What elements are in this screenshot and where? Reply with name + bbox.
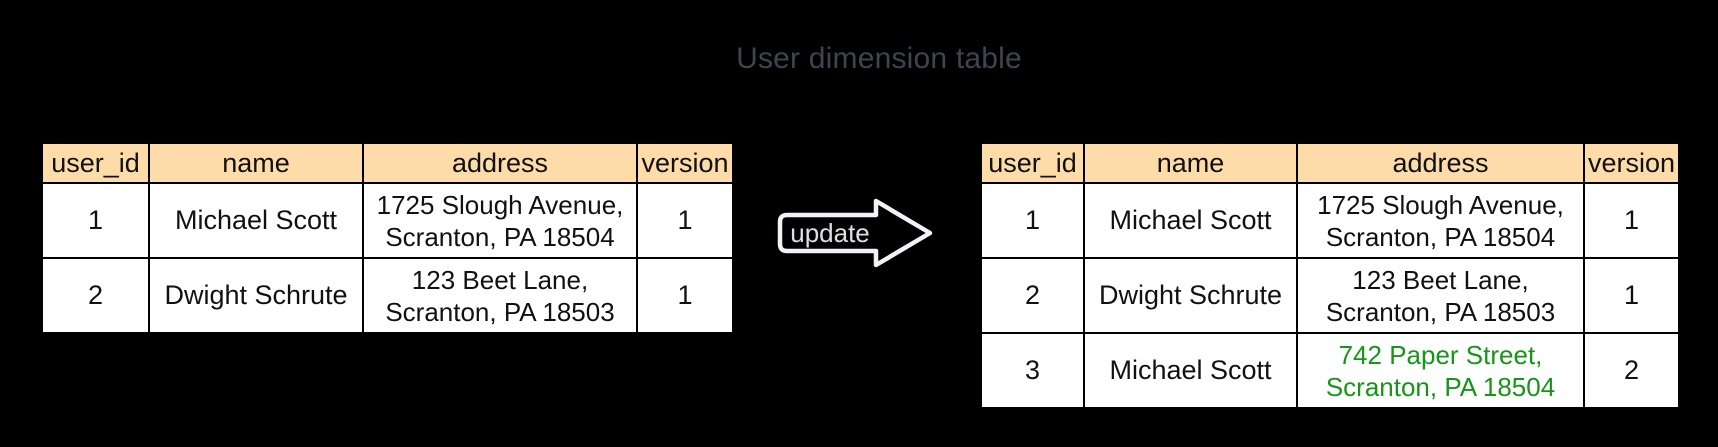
header-cell-user-id: user_id	[41, 142, 150, 184]
cell-address: 1725 Slough Avenue, Scranton, PA 18504	[1296, 182, 1585, 259]
cell-name: Dwight Schrute	[148, 257, 364, 334]
before-update-table: user_id name address version 1 Michael S…	[41, 142, 734, 334]
cell-version: 1	[636, 257, 734, 334]
arrow-shape	[777, 198, 933, 268]
header-cell-version: version	[1583, 142, 1680, 184]
cell-user-id: 1	[980, 182, 1085, 259]
table-row-new-version: 3 Michael Scott 742 Paper Street, Scrant…	[980, 332, 1680, 409]
cell-address: 123 Beet Lane, Scranton, PA 18503	[362, 257, 638, 334]
cell-address: 1725 Slough Avenue, Scranton, PA 18504	[362, 182, 638, 259]
cell-address: 123 Beet Lane, Scranton, PA 18503	[1296, 257, 1585, 334]
table-row: 1 Michael Scott 1725 Slough Avenue, Scra…	[980, 182, 1680, 259]
cell-user-id: 2	[980, 257, 1085, 334]
cell-address-updated: 742 Paper Street, Scranton, PA 18504	[1296, 332, 1585, 409]
header-cell-user-id: user_id	[980, 142, 1085, 184]
header-cell-name: name	[1083, 142, 1298, 184]
cell-version: 1	[636, 182, 734, 259]
table-header-row: user_id name address version	[41, 142, 734, 184]
after-update-table: user_id name address version 1 Michael S…	[980, 142, 1680, 409]
update-arrow-label: update	[790, 218, 870, 248]
cell-name: Michael Scott	[1083, 182, 1298, 259]
table-row: 2 Dwight Schrute 123 Beet Lane, Scranton…	[41, 257, 734, 334]
header-cell-address: address	[362, 142, 638, 184]
cell-name: Michael Scott	[1083, 332, 1298, 409]
page-title: User dimension table	[736, 42, 1022, 75]
cell-version: 2	[1583, 332, 1680, 409]
table-row: 2 Dwight Schrute 123 Beet Lane, Scranton…	[980, 257, 1680, 334]
header-cell-version: version	[636, 142, 734, 184]
cell-user-id: 1	[41, 182, 150, 259]
table-header-row: user_id name address version	[980, 142, 1680, 184]
update-arrow: update	[776, 197, 934, 269]
header-cell-name: name	[148, 142, 364, 184]
cell-user-id: 2	[41, 257, 150, 334]
cell-user-id: 3	[980, 332, 1085, 409]
cell-version: 1	[1583, 182, 1680, 259]
cell-name: Michael Scott	[148, 182, 364, 259]
header-cell-address: address	[1296, 142, 1585, 184]
table-row: 1 Michael Scott 1725 Slough Avenue, Scra…	[41, 182, 734, 259]
cell-version: 1	[1583, 257, 1680, 334]
cell-name: Dwight Schrute	[1083, 257, 1298, 334]
